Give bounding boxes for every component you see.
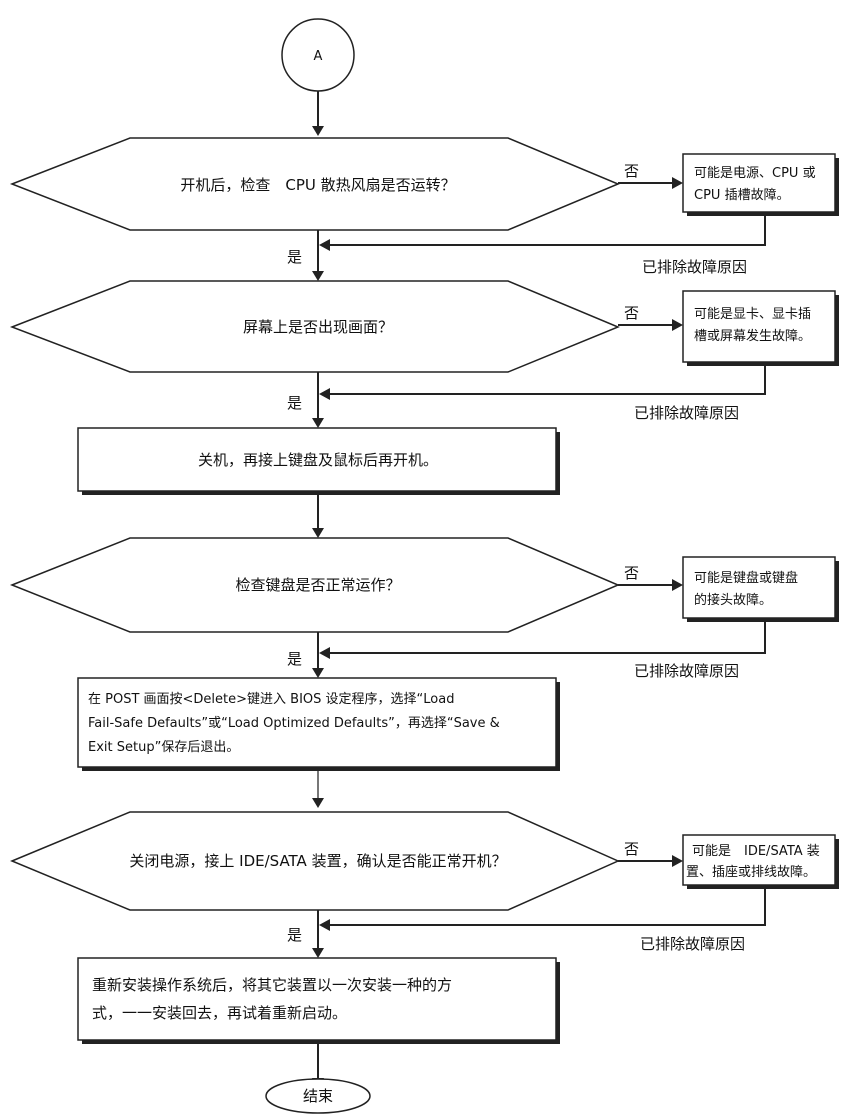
- yes-label: 是: [287, 926, 302, 944]
- arrowhead: [312, 126, 324, 136]
- yes-label: 是: [287, 650, 302, 668]
- arrowhead: [312, 528, 324, 538]
- decision-diamond: [10, 811, 620, 911]
- step-line: 重新安装操作系统后，将其它装置以一次安装一种的方: [92, 976, 452, 994]
- step-line: Exit Setup”保存后退出。: [88, 740, 239, 755]
- start-circle: [281, 18, 355, 92]
- end-node: 结束: [265, 1078, 371, 1114]
- fault-line: 可能是键盘或键盘: [694, 570, 798, 586]
- fault-line: 可能是电源、CPU 或: [694, 166, 816, 181]
- resolved-label: 已排除故障原因: [634, 404, 739, 422]
- connector: [328, 362, 766, 395]
- resolved-label: 已排除故障原因: [642, 258, 747, 276]
- arrowhead: [319, 239, 330, 251]
- start-node: A: [281, 18, 355, 92]
- end-label: 结束: [303, 1087, 333, 1105]
- decision-keyboard: 检查键盘是否正常运作？ 否 是 可能是键盘或键盘 的接头故障。 已排除故障原因: [9, 537, 839, 680]
- step-bios-defaults: 在 POST 画面按<Delete>键进入 BIOS 设定程序，选择“Load …: [77, 677, 560, 771]
- fault-box: [682, 834, 836, 886]
- decision-diamond: [9, 280, 620, 373]
- step-box: [77, 677, 557, 768]
- decision-text: 检查键盘是否正常运作？: [235, 576, 400, 594]
- decision-text: 关闭电源，接上 IDE/SATA 装置，确认是否能正常开机？: [129, 852, 506, 870]
- no-label: 否: [624, 304, 639, 322]
- fault-line: 槽或屏幕发生故障。: [694, 328, 811, 344]
- connector: [328, 885, 766, 926]
- decision-diamond: [9, 137, 620, 231]
- arrowhead: [672, 855, 683, 867]
- resolved-label: 已排除故障原因: [634, 662, 739, 680]
- connector: [328, 618, 766, 654]
- step-reinstall-os: 重新安装操作系统后，将其它装置以一次安装一种的方 式，一一安装回去，再试着重新启…: [77, 957, 560, 1044]
- decision-text: 屏幕上是否出现画面？: [243, 318, 393, 336]
- no-label: 否: [624, 840, 639, 858]
- arrowhead: [672, 177, 683, 189]
- start-label: A: [314, 49, 323, 64]
- arrowhead: [312, 798, 324, 808]
- arrowhead: [319, 919, 330, 931]
- arrowhead: [312, 418, 324, 428]
- fault-line: 的接头故障。: [694, 592, 772, 608]
- arrowhead: [319, 647, 330, 659]
- arrowhead: [672, 319, 683, 331]
- decision-ide-sata: 关闭电源，接上 IDE/SATA 装置，确认是否能正常开机？ 否 是 可能是 I…: [10, 811, 839, 953]
- decision-cpu-fan: 开机后，检查 CPU 散热风扇是否运转？ 否 是 可能是电源、CPU 或 CPU…: [9, 137, 839, 276]
- arrowhead: [312, 668, 324, 678]
- decision-screen-display: 屏幕上是否出现画面？ 否 是 可能是显卡、显卡插 槽或屏幕发生故障。 已排除故障…: [9, 280, 839, 422]
- arrowhead: [672, 579, 683, 591]
- step-line: 式，一一安装回去，再试着重新启动。: [92, 1004, 347, 1022]
- fault-line: CPU 插槽故障。: [694, 188, 790, 203]
- no-label: 否: [624, 564, 639, 582]
- decision-diamond: [9, 537, 620, 633]
- yes-label: 是: [287, 394, 302, 412]
- step-text: 关机，再接上键盘及鼠标后再开机。: [198, 451, 438, 469]
- fault-box: [682, 556, 836, 619]
- step-reconnect-keyboard: 关机，再接上键盘及鼠标后再开机。: [77, 427, 560, 495]
- connector: [328, 212, 766, 246]
- fault-box: [682, 153, 836, 213]
- arrowhead: [312, 948, 324, 958]
- resolved-label: 已排除故障原因: [640, 935, 745, 953]
- decision-text: 开机后，检查 CPU 散热风扇是否运转？: [180, 176, 455, 194]
- no-label: 否: [624, 162, 639, 180]
- arrowhead: [312, 271, 324, 281]
- fault-line: 可能是 IDE/SATA 装: [692, 844, 820, 859]
- connectors: [312, 90, 766, 1088]
- fault-line: 置、插座或排线故障。: [686, 865, 816, 880]
- yes-label: 是: [287, 248, 302, 266]
- end-ellipse: [265, 1078, 371, 1114]
- step-line: Fail-Safe Defaults”或“Load Optimized Defa…: [88, 716, 500, 731]
- step-line: 在 POST 画面按<Delete>键进入 BIOS 设定程序，选择“Load: [88, 692, 454, 707]
- fault-box: [682, 290, 836, 363]
- fault-line: 可能是显卡、显卡插: [694, 307, 811, 322]
- step-box: [77, 427, 557, 492]
- arrowhead: [319, 388, 330, 400]
- step-box: [77, 957, 557, 1041]
